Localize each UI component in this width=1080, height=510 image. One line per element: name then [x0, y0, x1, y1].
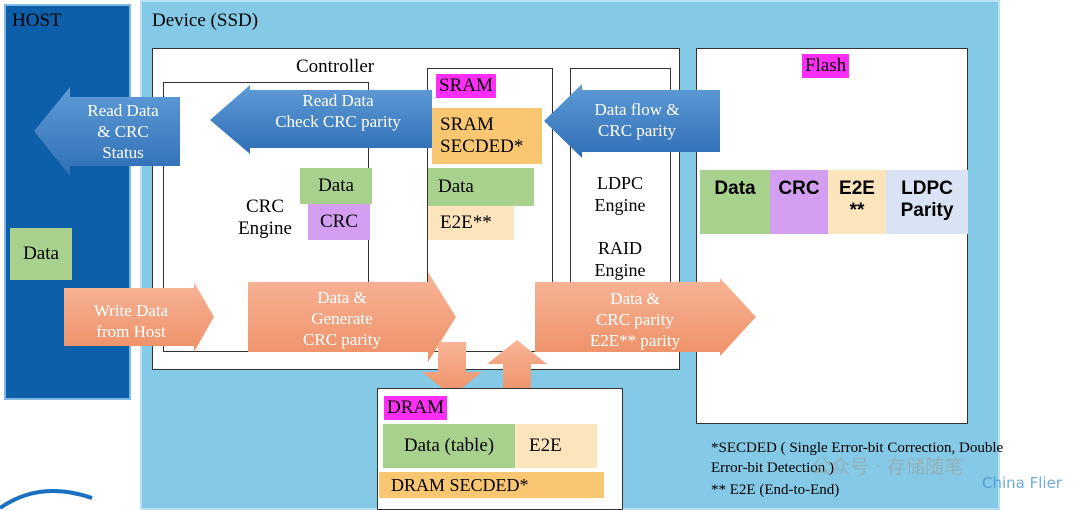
arrow-read-check: [210, 85, 432, 154]
arrow-generate: [248, 272, 456, 362]
arrow-flash-write: [535, 278, 756, 356]
e2e-note: ** E2E (End-to-End): [711, 482, 840, 498]
dram-tag: DRAM: [384, 396, 448, 420]
flash-crc-cell: CRC: [770, 170, 828, 234]
sram-data-cell: Data: [428, 168, 534, 206]
watermark-text: 公众号 · 存储随笔: [812, 456, 964, 478]
crc-engine-crc-cell: CRC: [308, 204, 370, 240]
secded-note: *SECDED ( Single Error-bit Correction, D…: [711, 440, 1004, 476]
dram-e2e-cell: E2E: [515, 424, 597, 468]
arrow-to-dram: [422, 342, 482, 396]
logo-swoosh: [0, 488, 93, 510]
host-data-cell: Data: [10, 228, 72, 280]
arrow-data-flow: [544, 84, 720, 158]
flash-e2e-cell: E2E**: [828, 170, 886, 234]
flash-box: [696, 48, 968, 424]
arrow-read-host: [34, 87, 180, 176]
flash-data-cell: Data: [700, 170, 770, 234]
dram-data-cell: Data (table): [383, 424, 515, 468]
device-title: Device (SSD): [152, 10, 259, 31]
arrow-from-dram: [487, 340, 547, 396]
arrow-data-flow-text: Data flow &CRC parity: [594, 100, 680, 140]
sram-tag: SRAM: [436, 74, 496, 98]
host-title: HOST: [12, 10, 62, 31]
crc-engine-data-cell: Data: [300, 168, 372, 204]
sram-e2e-cell: E2E**: [428, 206, 514, 240]
watermark-brand: China Flier: [982, 474, 1062, 492]
flash-tag: Flash: [802, 54, 850, 78]
dram-secded-cell: DRAM SECDED*: [379, 472, 604, 498]
arrow-write-host: [64, 282, 214, 352]
controller-title: Controller: [296, 56, 375, 77]
